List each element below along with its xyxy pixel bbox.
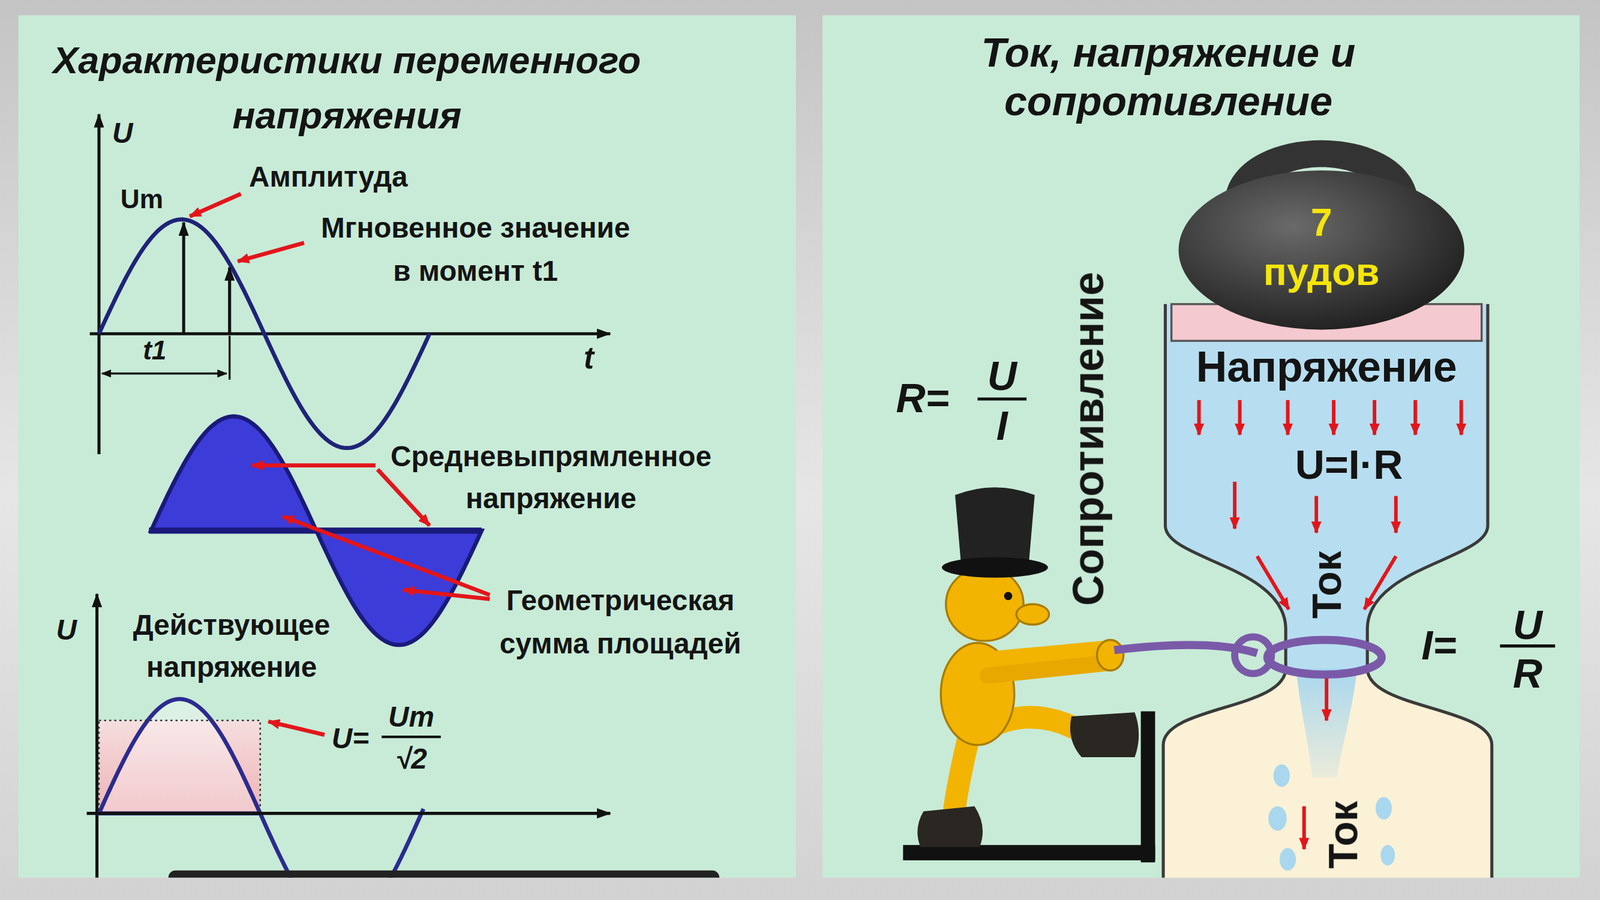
man-figure-part (1096, 639, 1124, 671)
left-graphs-part (98, 219, 430, 449)
formula-part: I= (1421, 624, 1457, 666)
pressure-arrows-part (1197, 400, 1202, 435)
callout-label: Средневыпрямленное напряжение (388, 436, 714, 520)
man-figure-part (953, 734, 970, 812)
man-figure-part (946, 567, 1024, 641)
man-figure-part (955, 487, 1035, 567)
formula-part: U= (331, 724, 369, 754)
formula-part: U (1513, 604, 1543, 645)
man-figure-part (1267, 639, 1383, 675)
axis-label: U (112, 119, 133, 149)
pressure-arrows (1199, 400, 1462, 849)
kettlebell-figure (1178, 140, 1465, 330)
pressure-arrows-part (1324, 675, 1329, 721)
man-figure-part (1016, 604, 1049, 625)
pressure-arrows-part (1257, 556, 1290, 609)
pressure-arrows-part (1372, 400, 1377, 435)
pressure-arrows-part (1394, 496, 1398, 533)
man-figure-part (1070, 712, 1139, 758)
formula-part: √2 (395, 745, 428, 774)
formula-bars-part (977, 397, 1027, 401)
red-leader-arrows-part (282, 516, 490, 596)
man-figure-part (941, 557, 1049, 578)
current-label: Ток (1303, 550, 1350, 619)
man-figure-part (1004, 592, 1013, 601)
callout-label: Мгновенное значение в момент t1 (319, 206, 633, 293)
left-graphs-part (86, 811, 611, 815)
man-figure-part (987, 663, 1104, 676)
red-leader-arrows-part (251, 463, 376, 468)
left-graphs-part (95, 593, 99, 878)
axis-label: U (56, 616, 77, 645)
formula-part: R= (895, 377, 950, 419)
red-leader-arrows-part (189, 193, 241, 216)
pressure-arrows-part (1302, 806, 1307, 849)
left-graphs-part (101, 372, 227, 375)
vessel (1163, 304, 1493, 878)
left-graphs-part (97, 114, 101, 455)
callout-label: Действующее напряжение (130, 605, 332, 689)
vessel-part (1279, 847, 1296, 870)
pressure-arrows-part (1331, 400, 1336, 435)
vessel-part (1268, 806, 1287, 831)
value-label: Um (120, 185, 164, 213)
vessel-part (1375, 796, 1392, 819)
man-figure-part (1141, 711, 1156, 863)
man-figure-part (917, 806, 983, 848)
vessel-part (1273, 764, 1290, 787)
weight-label: 7 пудов (1261, 199, 1382, 297)
red-leader-arrows-part (237, 242, 305, 262)
man-figure (902, 487, 1382, 863)
left-graphs-part (381, 735, 441, 738)
pressure-arrows-part (1314, 496, 1319, 533)
red-leader-arrows-part (268, 721, 325, 735)
pressure-arrows-part (1238, 400, 1242, 435)
red-leader-arrows-part (377, 469, 430, 526)
pressure-arrows-part (1286, 400, 1290, 435)
formula: U=I·R (1295, 440, 1404, 488)
left-graphs-part (89, 332, 611, 336)
axis-label: t (583, 343, 594, 374)
left-graphs-part (168, 870, 720, 878)
left-graphs (86, 114, 720, 878)
formula-part: U (987, 355, 1017, 396)
vessel-label: Напряжение (1196, 343, 1458, 393)
vessel-part (1367, 304, 1493, 878)
dimension-label: t1 (142, 336, 167, 363)
formula-part: Um (388, 703, 435, 732)
pressure-arrows-part (1459, 400, 1464, 435)
callout-label: Геометрическая сумма площадей (497, 579, 743, 666)
formula-part: R (1513, 653, 1543, 695)
vessel-part (1163, 304, 1286, 878)
left-graphs-part (182, 222, 186, 334)
red-leader-arrows-part (403, 589, 491, 599)
left-graphs-part (227, 267, 231, 335)
man-figure-part (902, 844, 1155, 861)
pressure-arrows-part (1364, 556, 1397, 609)
pressure-arrows-part (1413, 400, 1418, 435)
kettlebell-figure-part (1178, 170, 1465, 330)
left-graphs-part (98, 698, 261, 813)
vessel-part (1163, 668, 1493, 878)
vessel-part (1295, 668, 1358, 778)
formula-part: I (996, 404, 1008, 446)
vessel-part (1165, 304, 1488, 669)
panel-title: Характеристики переменного напряжения (50, 33, 644, 143)
left-graphs-part (260, 808, 424, 878)
left-graphs-part (228, 335, 231, 380)
panel-title: Ток, напряжение и сопротивление (979, 27, 1358, 126)
vessel-part (1380, 844, 1395, 866)
current-label: Ток (1319, 800, 1367, 869)
pressure-arrows-part (1232, 481, 1237, 529)
left-graphs-part (98, 720, 261, 814)
resistance-label: Сопротивление (1064, 271, 1114, 606)
callout-label: Амплитуда (248, 163, 408, 192)
